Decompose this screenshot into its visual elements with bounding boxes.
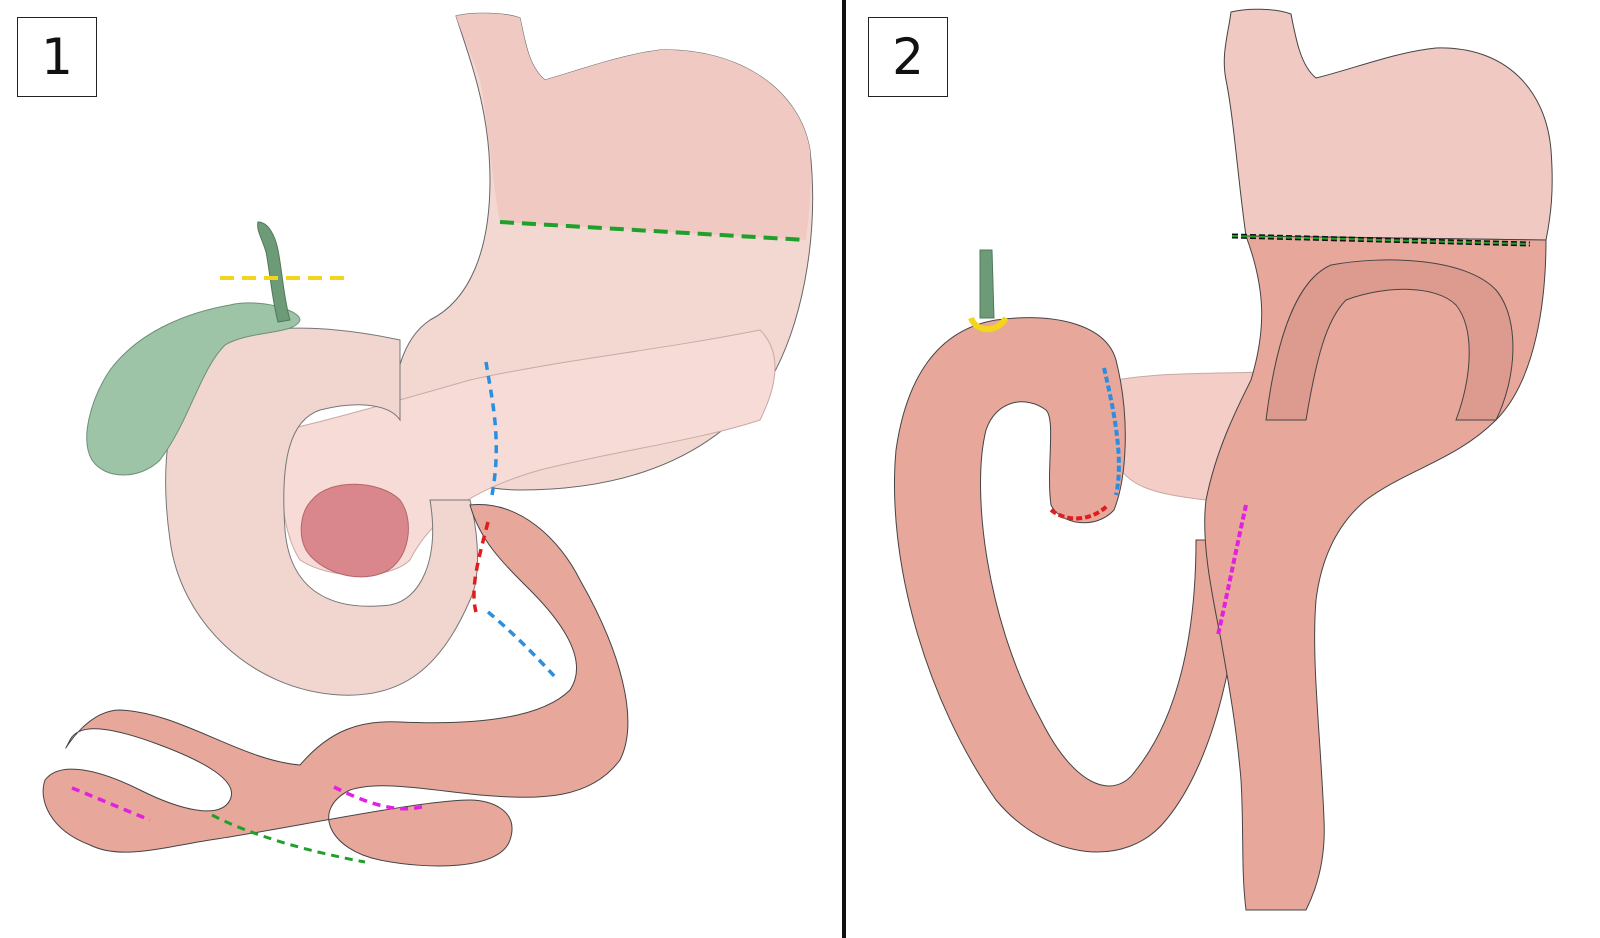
- jejunojejunostomy: [1216, 504, 1248, 636]
- gallbladder: [86, 302, 301, 476]
- panel-reconstruction: 2: [846, 0, 1600, 938]
- tumor: [300, 483, 409, 578]
- reconstruction-diagram: [893, 8, 1553, 911]
- stomach-remnant: [1223, 8, 1553, 241]
- panel-label-1: 1: [17, 17, 97, 97]
- duodenal-stump: [1049, 503, 1110, 521]
- stomach-remnant: [456, 13, 811, 240]
- hepaticojejunostomy-loop: [893, 317, 1242, 853]
- hepaticojejunostomy: [968, 316, 1009, 333]
- panel-resection: 1: [17, 12, 814, 867]
- bile-duct: [979, 249, 995, 319]
- cut-line-pancreas: [484, 361, 498, 496]
- cut-line-magenta-right: [333, 785, 426, 811]
- resection-diagram: [42, 12, 814, 867]
- panel-label-2: 2: [868, 17, 948, 97]
- cut-line-magenta-left: [71, 786, 151, 822]
- bile-duct: [257, 221, 291, 323]
- gastrojejunostomy-green: [1231, 235, 1531, 245]
- cut-line-jejunum-blue: [486, 610, 558, 680]
- cut-line-stomach: [499, 220, 807, 242]
- jejunum: [42, 504, 629, 867]
- pancreaticojejunostomy: [1102, 367, 1121, 496]
- panel-divider: [842, 0, 846, 938]
- afferent-limb: [1265, 259, 1514, 421]
- cut-line-green-jejunum: [211, 813, 366, 864]
- cut-line-duodenum: [472, 521, 490, 613]
